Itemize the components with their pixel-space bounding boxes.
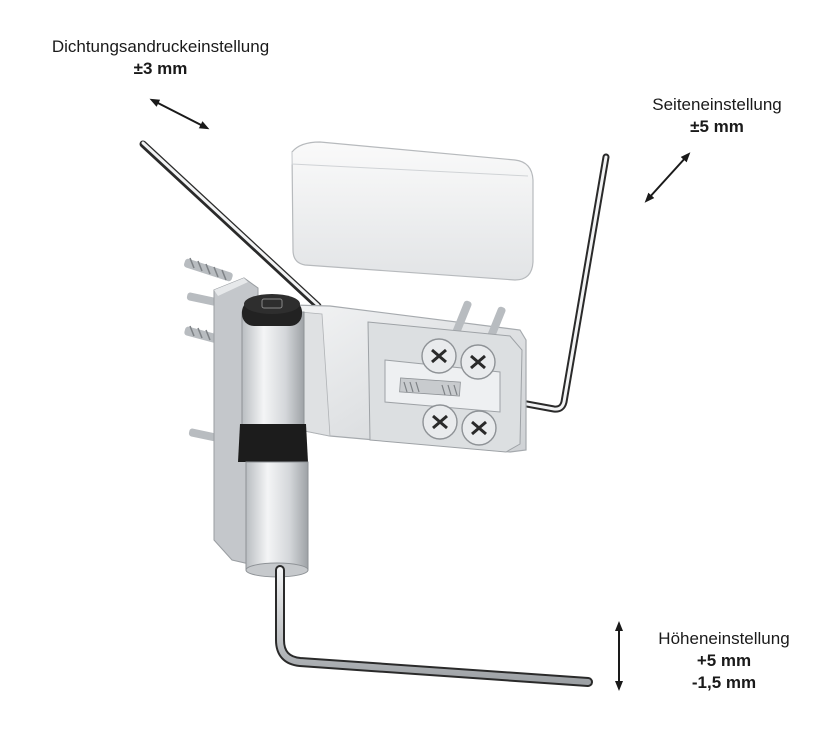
seal-adjustment-title: Dichtungsandruckeinstellung <box>51 37 270 56</box>
seal-adjustment-label: Dichtungsandruckeinstellung ±3 mm <box>8 36 313 80</box>
hinge-barrel <box>238 294 309 578</box>
double-arrow-diagonal-icon <box>644 152 691 203</box>
height-adjustment-label: Höheneinstellung +5 mm -1,5 mm <box>624 628 824 694</box>
logo-badge <box>261 298 283 309</box>
hex-wrench-side <box>501 153 610 413</box>
phillips-screw <box>460 344 496 380</box>
height-adjustment-value-down: -1,5 mm <box>691 673 757 692</box>
bracket-screws <box>452 300 506 342</box>
double-arrow-diagonal-icon <box>149 98 210 130</box>
hex-wrench-seal <box>139 140 322 310</box>
side-adjustment-value: ±5 mm <box>690 117 744 136</box>
seal-adjustment-value: ±3 mm <box>133 59 188 78</box>
phillips-screw <box>422 404 458 440</box>
screw <box>183 257 233 282</box>
cover-cap <box>291 141 534 281</box>
phillips-screw <box>461 410 497 446</box>
height-adjustment-value-up: +5 mm <box>696 651 752 670</box>
hex-wrench-height <box>275 565 593 687</box>
phillips-screw <box>421 338 457 374</box>
side-adjustment-label: Seiteneinstellung ±5 mm <box>612 94 822 138</box>
side-adjustment-title: Seiteneinstellung <box>652 95 782 114</box>
height-adjustment-title: Höheneinstellung <box>658 629 790 648</box>
adjustment-block <box>367 321 523 453</box>
